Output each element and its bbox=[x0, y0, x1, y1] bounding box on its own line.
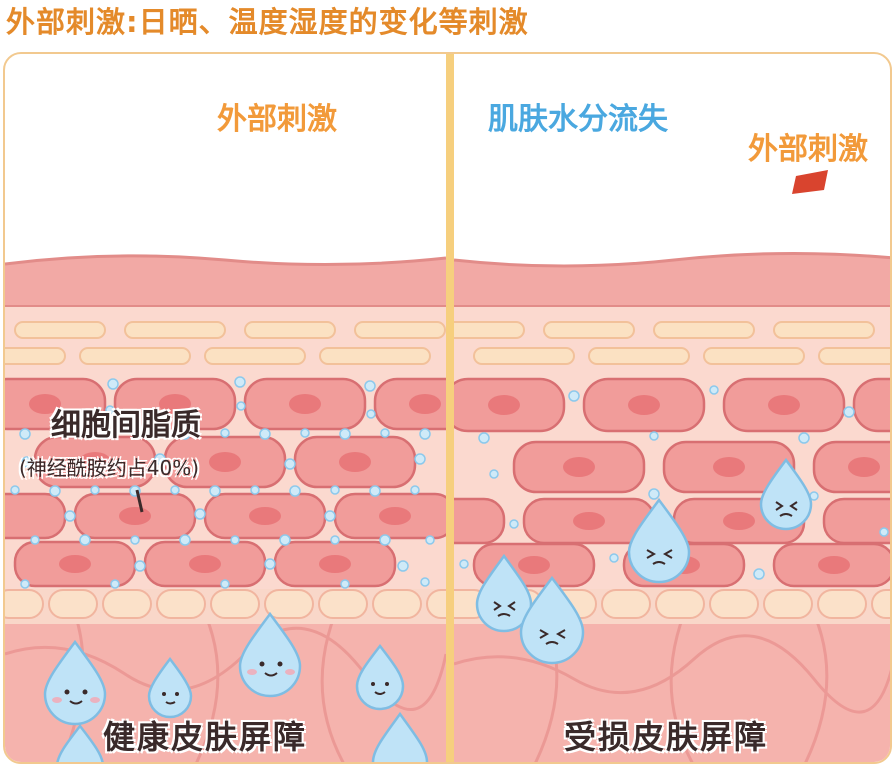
lipid-label: 细胞间脂质 bbox=[51, 408, 201, 443]
left-stimulus-label: 外部刺激 bbox=[217, 102, 337, 137]
water-loss-label: 肌肤水分流失 bbox=[488, 102, 668, 137]
damaged-barrier-caption: 受损皮肤屏障 bbox=[564, 718, 769, 756]
healthy-skin-illustration bbox=[5, 254, 446, 762]
healthy-skin-panel: 外部刺激 细胞间脂质 (神经酰胺约占40%) 健康皮肤屏障 bbox=[5, 54, 446, 762]
panel-divider bbox=[446, 54, 454, 762]
diagram-frame: 外部刺激 细胞间脂质 (神经酰胺约占40%) 健康皮肤屏障 bbox=[3, 52, 892, 764]
healthy-barrier-caption: 健康皮肤屏障 bbox=[103, 718, 308, 756]
page-title: 外部刺激:日晒、温度湿度的变化等刺激 bbox=[6, 5, 529, 39]
lipid-note: (神经酰胺约占40%) bbox=[19, 456, 200, 480]
right-stimulus-label: 外部刺激 bbox=[748, 132, 868, 167]
damaged-skin-illustration bbox=[454, 170, 890, 762]
damaged-skin-panel: 肌肤水分流失 外部刺激 受损皮肤屏障 bbox=[454, 54, 890, 762]
